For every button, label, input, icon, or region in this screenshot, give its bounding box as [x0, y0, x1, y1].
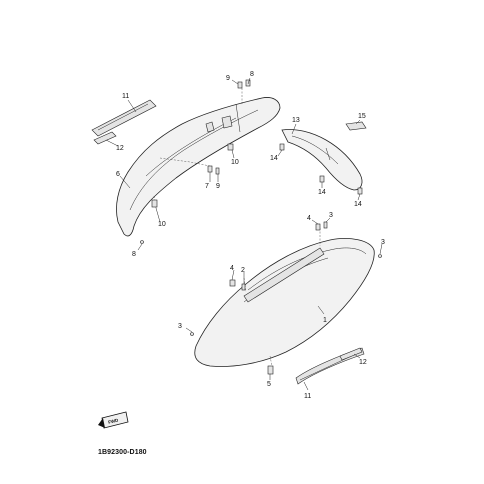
callout-14b: 14 [318, 189, 326, 196]
emblem-upper [91, 99, 157, 137]
callout-9b: 9 [216, 183, 220, 190]
callout-14a: 14 [270, 155, 278, 162]
callout-8a: 8 [250, 71, 254, 78]
upper-side-cover [116, 97, 281, 237]
callout-6: 6 [116, 171, 120, 178]
callout-leaders [105, 77, 383, 391]
callout-2: 2 [241, 267, 245, 274]
fwd-label: FWD [108, 417, 120, 425]
callout-11a: 11 [122, 93, 129, 100]
leader-dash-6 [269, 355, 273, 367]
callout-12b: 12 [359, 359, 367, 366]
callout-14c: 14 [354, 201, 362, 208]
callout-1: 1 [323, 317, 327, 324]
part-15-pad [345, 121, 367, 131]
plate-upper [93, 131, 117, 145]
callout-13: 13 [292, 117, 300, 124]
callout-4a: 4 [307, 215, 311, 222]
rear-cover-piece [281, 129, 363, 191]
callout-9a: 9 [226, 75, 230, 82]
diagram-code: 1B92300-D180 [98, 449, 147, 456]
callout-4b: 4 [230, 265, 234, 272]
callout-10b: 10 [158, 221, 166, 228]
callout-8b: 8 [132, 251, 136, 258]
callout-15: 15 [358, 113, 366, 120]
fwd-arrow-icon: FWD [98, 411, 129, 429]
callout-3c: 3 [178, 323, 182, 330]
lower-side-cover [194, 238, 375, 367]
callout-5: 5 [267, 381, 271, 388]
callout-3b: 3 [381, 239, 385, 246]
fasteners-lower [190, 221, 382, 375]
callout-7: 7 [205, 183, 209, 190]
fasteners-upper [140, 79, 251, 244]
callout-11b: 11 [304, 393, 311, 400]
leader-dash-1 [159, 157, 211, 167]
callout-10a: 10 [231, 159, 239, 166]
plate-lower [339, 347, 363, 361]
callout-12a: 12 [116, 145, 124, 152]
callout-3a: 3 [329, 212, 333, 219]
